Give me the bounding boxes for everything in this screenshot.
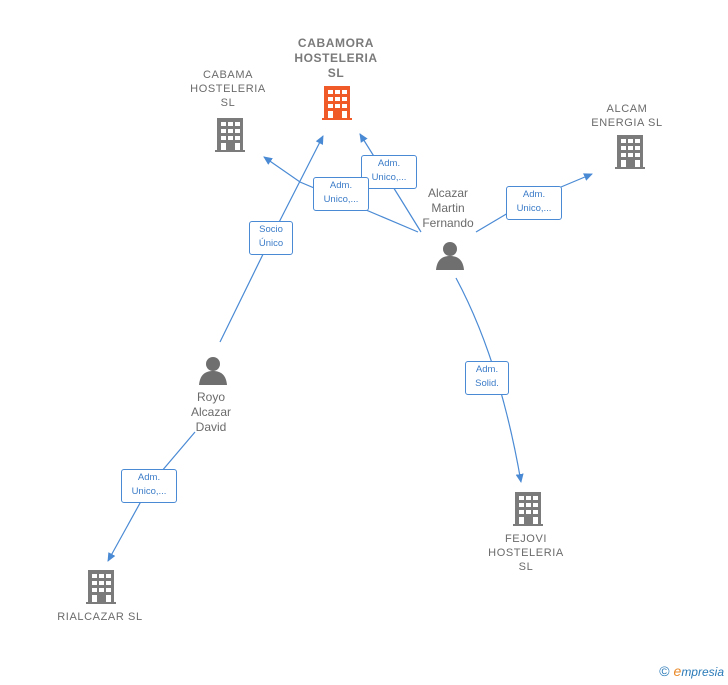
edge-label-alcazar-alcam[interactable]: Adm. Unico,...: [506, 186, 562, 220]
building-icon[interactable]: [215, 118, 245, 152]
node-royo-label[interactable]: Royo Alcazar David: [190, 390, 231, 434]
footer-brand: © empresia: [659, 663, 724, 679]
brand-initial: e: [673, 663, 682, 679]
person-icon[interactable]: [199, 357, 227, 385]
node-cabamora-label[interactable]: CABAMORA HOSTELERIA SL: [294, 36, 378, 80]
node-rialcazar-label[interactable]: RIALCAZAR SL: [57, 611, 143, 623]
edge-label-alcazar-fejovi[interactable]: Adm. Solid.: [465, 361, 509, 395]
building-icon[interactable]: [513, 492, 543, 526]
node-cabama-label[interactable]: CABAMA HOSTELERIA SL: [190, 69, 266, 109]
edge-label-royo-cabamora[interactable]: Socio Único: [249, 221, 293, 255]
edge-label-alcazar-cabama[interactable]: Adm. Unico,...: [313, 177, 369, 211]
copyright-symbol: ©: [659, 663, 670, 679]
building-icon[interactable]: [322, 86, 352, 120]
node-alcam-label[interactable]: ALCAM ENERGIA SL: [591, 103, 663, 129]
brand-text: mpresia: [681, 665, 724, 679]
building-icon[interactable]: [86, 570, 116, 604]
building-icon[interactable]: [615, 135, 645, 169]
edge-label-royo-rialcazar[interactable]: Adm. Unico,...: [121, 469, 177, 503]
node-alcazar-label[interactable]: Alcazar Martin Fernando: [422, 186, 474, 230]
person-icon[interactable]: [436, 242, 464, 270]
edge-label-alcazar-cabamora[interactable]: Adm. Unico,...: [361, 155, 417, 189]
brand-logo[interactable]: empresia: [674, 663, 724, 679]
node-fejovi-label[interactable]: FEJOVI HOSTELERIA SL: [488, 533, 564, 573]
